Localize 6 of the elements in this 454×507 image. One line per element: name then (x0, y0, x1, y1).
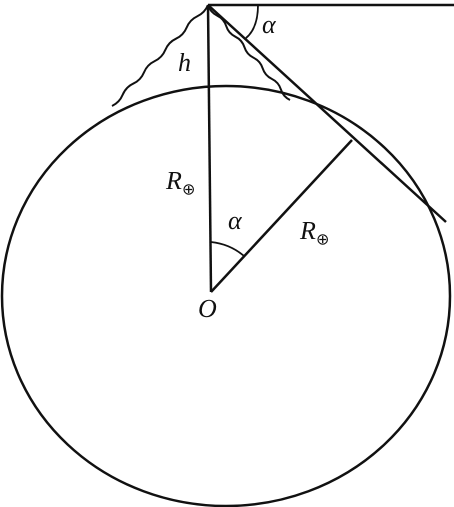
math-symbol-label: α (262, 12, 276, 38)
math-symbol-label: h (178, 50, 191, 76)
math-symbol-label: O (198, 296, 217, 322)
math-symbol-label: R$_{⊕}$ (300, 218, 329, 249)
math-symbol-label: α (228, 208, 242, 234)
math-symbol-label: R$_{⊕}$ (166, 168, 195, 199)
